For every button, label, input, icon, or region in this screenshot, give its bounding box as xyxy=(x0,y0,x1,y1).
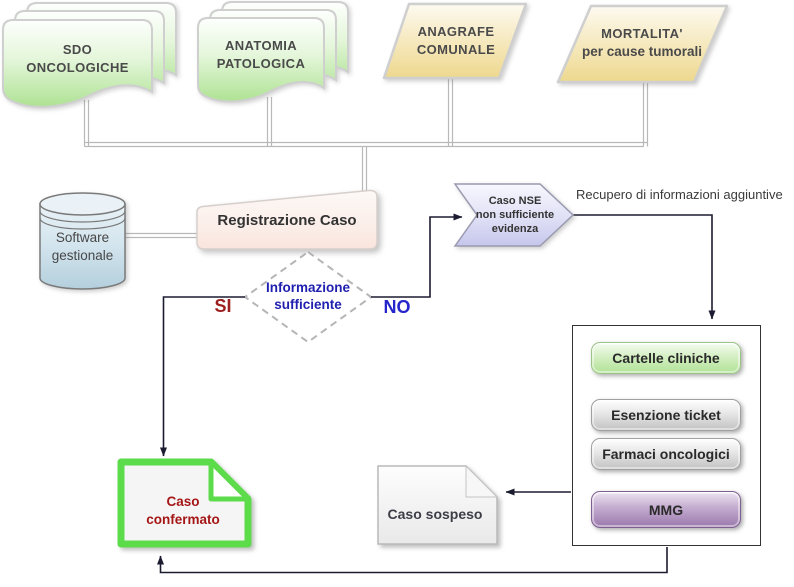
decision-diamond xyxy=(243,250,373,344)
suspended-doc-body xyxy=(377,465,498,545)
confirmed-doc xyxy=(117,458,252,548)
arrow-no-to-nse xyxy=(371,213,463,298)
mortalita-shape xyxy=(556,4,729,84)
database-cylinder xyxy=(39,192,126,290)
stacked-doc-front xyxy=(2,19,153,108)
flow-arrows xyxy=(157,213,716,574)
arrow-infobox-to-confirmed xyxy=(157,547,668,574)
info-sources-box: Cartelle cliniche Esenzione ticket Farma… xyxy=(572,325,761,546)
arrow-yes-to-confirmed xyxy=(160,296,245,457)
registration-shape xyxy=(196,189,378,250)
cylinder-top xyxy=(39,192,126,216)
stacked-doc-front xyxy=(197,17,325,103)
anatomia-patologica-shape xyxy=(197,1,349,103)
confirmed-doc-fold xyxy=(208,459,251,502)
anagrafe-comunale-shape xyxy=(382,2,528,80)
farmaci-oncologici-button[interactable]: Farmaci oncologici xyxy=(591,438,741,470)
arrow-nse-to-infobox xyxy=(573,214,716,320)
connector-bus xyxy=(83,79,649,239)
sdo-oncologiche-shape xyxy=(2,2,177,108)
suspended-doc xyxy=(377,464,499,545)
nse-chevron xyxy=(453,183,575,247)
cartelle-cliniche-button[interactable]: Cartelle cliniche xyxy=(591,342,741,374)
mmg-button[interactable]: MMG xyxy=(591,491,741,528)
cylinder-rim xyxy=(39,217,126,230)
esenzione-ticket-button[interactable]: Esenzione ticket xyxy=(591,399,741,431)
suspended-doc-fold xyxy=(465,464,499,498)
cylinder-rim xyxy=(39,210,126,223)
cylinder-body xyxy=(39,203,126,290)
confirmed-doc-body xyxy=(117,458,252,548)
